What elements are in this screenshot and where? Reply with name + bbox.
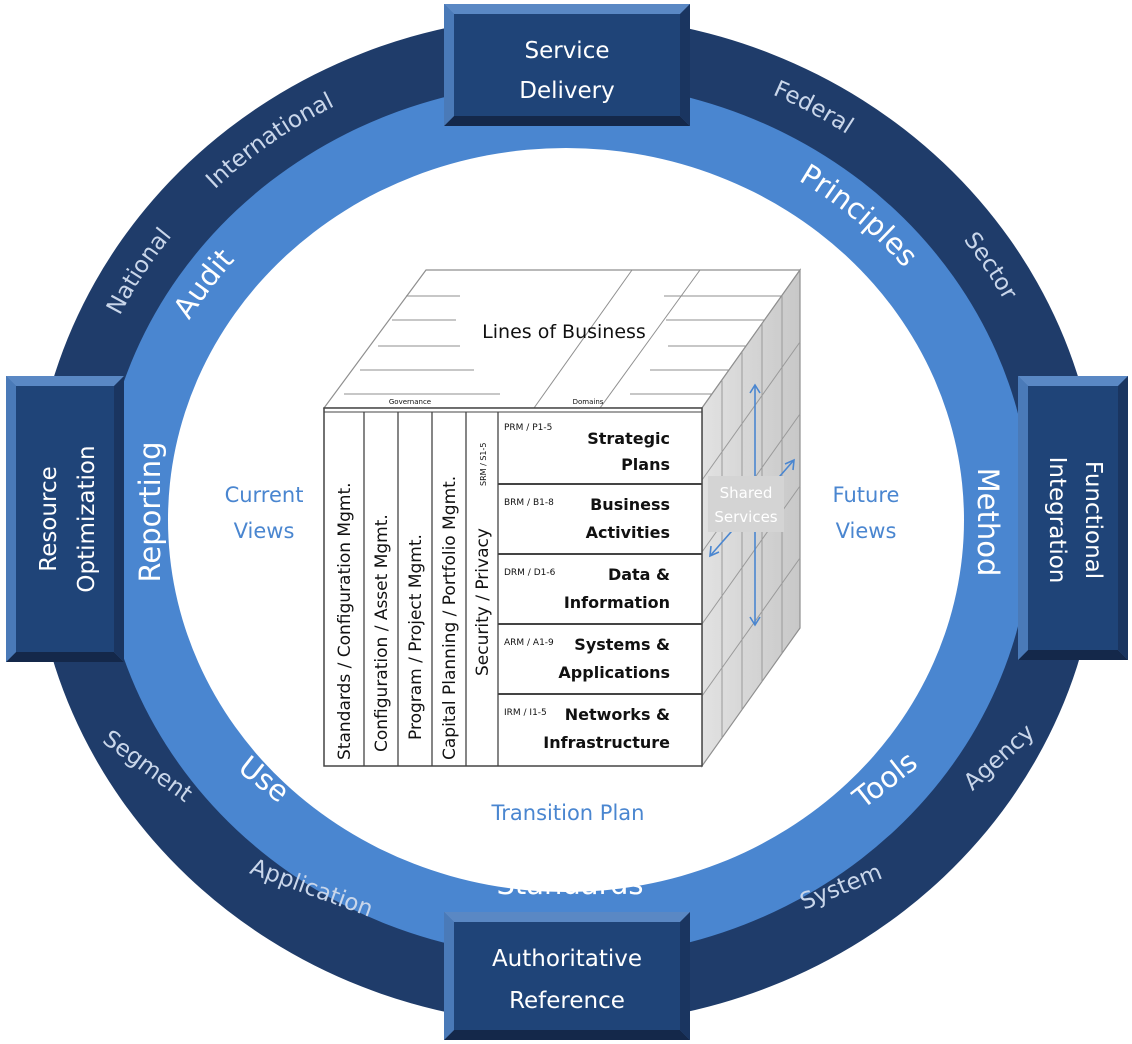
domain-row-business-activities: BRM / B1-8 Business Activities — [504, 495, 670, 542]
row-code: IRM / I1-5 — [504, 708, 547, 718]
row-title-line1: Data & — [608, 565, 670, 584]
row-title-line2: Applications — [558, 663, 670, 682]
future-views-line2: Views — [836, 519, 897, 543]
domains-header: Domains — [573, 398, 604, 406]
row-title-line2: Activities — [586, 523, 670, 542]
ea-cube: Lines of Business Shared Services — [322, 268, 802, 768]
box-resource-optimization: Resource Optimization — [6, 376, 124, 662]
box-functional-integration: Functional Integration — [1018, 376, 1128, 660]
domain-row-networks-infrastructure: IRM / I1-5 Networks & Infrastructure — [504, 705, 670, 752]
mid-label-standards: Standards — [496, 867, 643, 901]
cube-top-lines — [344, 269, 782, 409]
box-authoritative-reference-line2: Reference — [509, 988, 625, 1014]
governance-column-dividers — [363, 412, 499, 766]
mid-label-method: Method — [971, 468, 1005, 577]
box-functional-integration-line2: Integration — [1044, 457, 1070, 584]
row-title-line2: Information — [564, 593, 670, 612]
box-authoritative-reference-line1: Authoritative — [492, 946, 642, 972]
box-service-delivery: Service Delivery — [444, 4, 690, 126]
shared-services-line1: Shared — [720, 484, 773, 502]
mid-label-reporting: Reporting — [133, 442, 167, 583]
domain-row-data-information: DRM / D1-6 Data & Information — [504, 565, 670, 612]
row-code: BRM / B1-8 — [504, 498, 554, 508]
column-config-asset: Configuration / Asset Mgmt. — [372, 514, 392, 752]
box-authoritative-reference: Authoritative Reference — [444, 912, 690, 1040]
governance-header: Governance — [389, 398, 431, 406]
row-code: PRM / P1-5 — [504, 423, 552, 433]
row-title-line1: Networks & — [565, 705, 670, 724]
srm-label: SRM / S1-5 — [479, 443, 488, 486]
box-functional-integration-line1: Functional — [1080, 461, 1106, 579]
column-capital-planning: Capital Planning / Portfolio Mgmt. — [440, 476, 460, 760]
box-service-delivery-line1: Service — [524, 38, 609, 64]
box-resource-optimization-line1: Resource — [36, 466, 62, 571]
box-service-delivery-line2: Delivery — [519, 78, 614, 104]
domain-row-strategic-plans: PRM / P1-5 Strategic Plans — [504, 423, 670, 474]
current-views-line1: Current — [225, 483, 304, 507]
row-title-line1: Systems & — [574, 635, 670, 654]
future-views-line1: Future — [833, 483, 900, 507]
row-code: DRM / D1-6 — [504, 568, 556, 578]
mid-label-governance: Governance — [477, 151, 652, 185]
shared-services-box — [708, 476, 784, 532]
box-resource-optimization-line2: Optimization — [74, 445, 100, 592]
column-security-privacy: Security / Privacy — [473, 528, 493, 676]
row-title-line2: Infrastructure — [543, 733, 670, 752]
column-program-project: Program / Project Mgmt. — [406, 534, 426, 740]
domain-row-dividers — [498, 483, 702, 695]
transition-plan-label: Transition Plan — [491, 801, 645, 825]
current-views-line2: Views — [234, 519, 295, 543]
cube-front-face — [323, 407, 703, 767]
shared-services-line2: Services — [714, 508, 777, 526]
row-title-line2: Plans — [621, 455, 670, 474]
lines-of-business-label: Lines of Business — [482, 321, 646, 343]
row-code: ARM / A1-9 — [504, 638, 554, 648]
domain-row-systems-applications: ARM / A1-9 Systems & Applications — [504, 635, 670, 682]
column-standards-config: Standards / Configuration Mgmt. — [335, 482, 355, 760]
row-title-line1: Strategic — [587, 429, 670, 448]
row-title-line1: Business — [590, 495, 670, 514]
